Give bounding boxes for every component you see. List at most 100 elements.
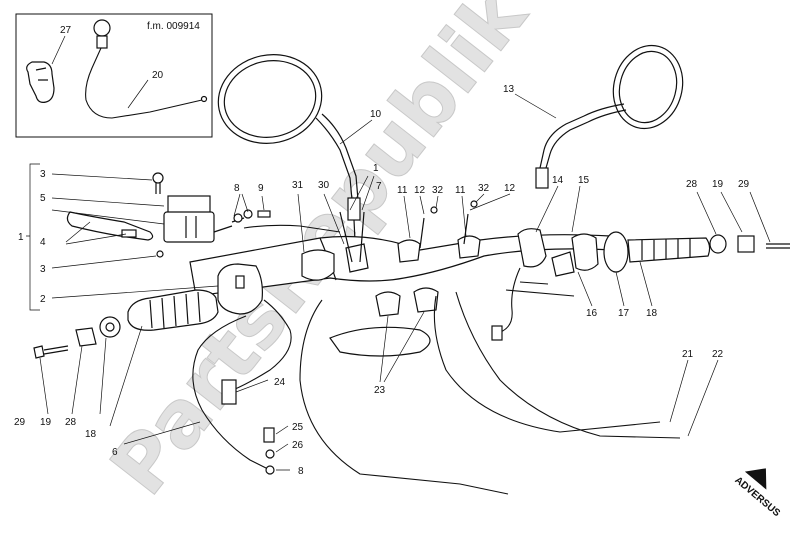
part-19-spacer-right xyxy=(737,235,755,253)
callout-22: 22 xyxy=(712,349,724,360)
callout-25: 25 xyxy=(292,422,304,433)
part-23-riser-a xyxy=(375,291,401,317)
callout-1b: 1 xyxy=(373,163,379,174)
part-29-bolt-shank xyxy=(43,345,69,355)
left-mirror-stem xyxy=(315,117,353,201)
part-18-right-grip xyxy=(627,237,711,263)
brake-master-cylinder xyxy=(66,172,341,258)
part-3-nut xyxy=(156,250,164,258)
callout-4: 4 xyxy=(40,237,46,248)
right-mirror-stem-outline xyxy=(545,109,627,169)
callout-12a: 12 xyxy=(414,185,426,196)
callout-6: 6 xyxy=(112,447,118,458)
part-28-weight-right xyxy=(709,234,727,254)
callout-18b: 18 xyxy=(85,429,97,440)
part-20-knob xyxy=(93,19,111,37)
part-29-bolt-head xyxy=(33,345,45,359)
callout-12b: 12 xyxy=(504,183,516,194)
part-31-clamp xyxy=(301,249,335,281)
part-23-riser-b xyxy=(413,287,439,313)
part-5-detail xyxy=(185,216,197,238)
brake-hose xyxy=(243,224,341,233)
callout-11a: 11 xyxy=(397,185,408,196)
part-6-clutch-cable xyxy=(192,315,271,471)
left-mirror-stem-outline xyxy=(321,113,359,201)
callout-13: 13 xyxy=(503,84,515,95)
callout-17: 17 xyxy=(618,308,630,319)
part-14-throttle-housing xyxy=(517,228,547,268)
part-24-wiring xyxy=(227,299,292,393)
part-5-reservoir xyxy=(163,211,215,243)
left-mirror xyxy=(217,54,361,263)
callout-19b: 19 xyxy=(40,417,52,428)
part-20-cable xyxy=(85,47,203,119)
callout-29b: 29 xyxy=(14,417,26,428)
grip-knurl xyxy=(149,291,201,329)
callout-32a: 32 xyxy=(432,185,444,196)
cables xyxy=(192,267,681,495)
callout-20: 20 xyxy=(152,70,164,81)
cable-ends xyxy=(505,281,575,297)
center-clamps xyxy=(301,200,481,357)
callout-8a: 8 xyxy=(234,183,240,194)
right-mirror xyxy=(535,44,684,189)
callout-26: 26 xyxy=(292,440,304,451)
part-12-bolts xyxy=(419,213,469,249)
callout-2: 2 xyxy=(40,294,46,305)
part-11-clamp-b xyxy=(457,235,481,259)
callout-24: 24 xyxy=(274,377,286,388)
callout-14: 14 xyxy=(552,175,564,186)
callout-21: 21 xyxy=(682,349,694,360)
callout-8b: 8 xyxy=(298,466,304,477)
part-32-nut-a xyxy=(430,206,438,214)
right-mirror-stem xyxy=(539,103,625,169)
callout-10: 10 xyxy=(370,109,382,120)
callout-7: 7 xyxy=(376,181,382,192)
part-17-flange xyxy=(603,231,629,273)
callout-23: 23 xyxy=(374,385,386,396)
part-3-screw xyxy=(152,172,164,184)
inset-code: f.m. 009914 xyxy=(147,21,200,32)
part-20-body xyxy=(96,35,108,49)
grip-knurl-right xyxy=(641,238,691,260)
callout-28a: 28 xyxy=(686,179,698,190)
callout-32b: 32 xyxy=(478,183,490,194)
part-11-clamp-a xyxy=(397,239,421,263)
part-7-bolts xyxy=(339,211,365,263)
callout-29a: 29 xyxy=(738,179,750,190)
part-28-hole xyxy=(105,322,115,332)
throttle-connector xyxy=(491,325,503,341)
callout-3a: 3 xyxy=(40,169,46,180)
part-15-throttle-body xyxy=(571,233,599,271)
part-30-clamp xyxy=(345,243,369,273)
throttle-wiring xyxy=(493,267,521,335)
top-yoke xyxy=(329,326,431,357)
part-8-washer-b xyxy=(243,209,253,219)
part-4-lever xyxy=(66,211,154,241)
part-20-end xyxy=(200,95,208,103)
part-32-nut-b xyxy=(470,200,478,208)
callout-18a: 18 xyxy=(646,308,658,319)
part-29-bolt-right xyxy=(766,243,790,249)
part-8-washer xyxy=(265,465,275,475)
part-16-cover xyxy=(551,251,575,277)
part-2-button xyxy=(235,275,245,289)
clutch-cable-long xyxy=(299,299,509,495)
callout-31: 31 xyxy=(292,180,304,191)
part-3-screw-shank xyxy=(155,182,161,194)
leader-lines xyxy=(26,35,771,471)
part-9-bolt xyxy=(257,210,271,218)
callouts: 27 20 10 13 3 5 8 9 1 4 3 2 31 30 1 7 11… xyxy=(14,25,750,477)
part-27-detail xyxy=(35,67,48,81)
part-4-pivot xyxy=(121,229,137,238)
callout-15: 15 xyxy=(578,175,590,186)
callout-11b: 11 xyxy=(455,185,466,196)
direction-mark: ADVERSUS xyxy=(732,468,782,519)
callout-28b: 28 xyxy=(65,417,77,428)
callout-5: 5 xyxy=(40,193,46,204)
callout-9: 9 xyxy=(258,183,264,194)
part-26-nut xyxy=(265,449,275,459)
part-21-throttle-cable xyxy=(433,295,661,433)
left-mirror-base xyxy=(347,197,361,221)
